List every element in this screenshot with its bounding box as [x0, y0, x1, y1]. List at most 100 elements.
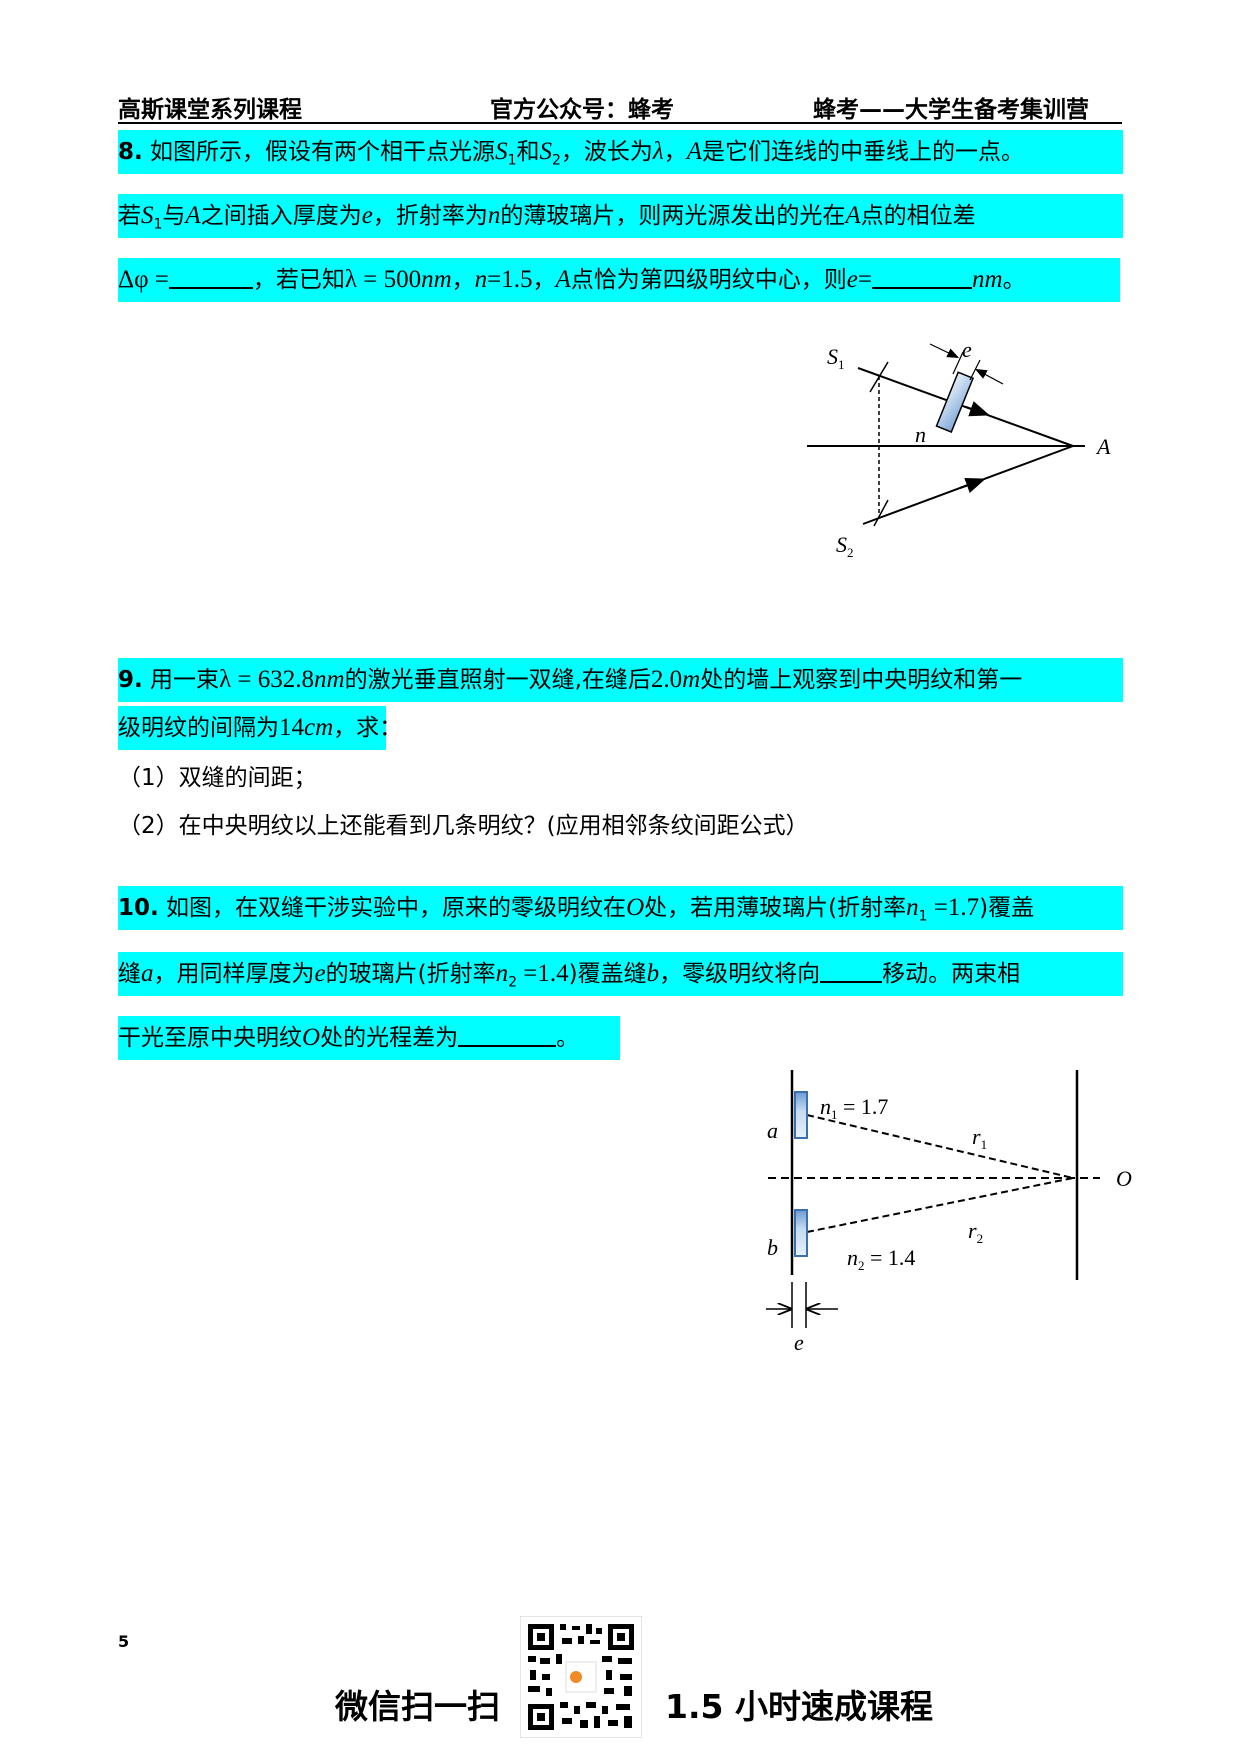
delta-phi-label: Δφ =	[118, 266, 169, 293]
thickness-symbol: e	[846, 266, 858, 293]
q9-line-1: 9. 用一束λ = 632.8nm的激光垂直照射一双缝,在缝后2.0m处的墙上观…	[118, 658, 1123, 702]
q10-text: 干光至原中央明纹	[118, 1025, 302, 1051]
lambda-value: λ = 632.8	[219, 666, 315, 693]
slit-a-symbol: a	[141, 960, 154, 987]
q8-text: 若	[118, 203, 141, 229]
q10-figure: n1 = 1.7 a r1 O r2 b n2 = 1.4 e	[766, 1070, 1132, 1355]
q8-text: ，若已知	[252, 267, 345, 293]
n2-symbol: n	[495, 960, 509, 987]
index-value: =1.5	[487, 266, 533, 293]
distance-value: 2.0	[650, 666, 683, 693]
fig-a-label: A	[1095, 434, 1111, 459]
fig-r2-label: r2	[968, 1218, 983, 1246]
fig-n1-label: n1 = 1.7	[820, 1094, 888, 1122]
fig-s2-label: S2	[836, 532, 854, 560]
q10-text: 移动。两束相	[882, 961, 1021, 987]
unit-nm: nm	[421, 266, 452, 293]
thickness-symbol: e	[314, 960, 326, 987]
fig-e-label: e	[962, 337, 972, 362]
q9-subquestion-1: （1）双缝的间距；	[118, 765, 317, 791]
q10-line-2: 缝a，用同样厚度为e的玻璃片(折射率n2 =1.4)覆盖缝b，零级明纹将向移动。…	[118, 952, 1123, 996]
gap-value: 14	[279, 714, 304, 741]
index-symbol: n	[487, 202, 501, 229]
equals: =	[857, 266, 873, 293]
fig-e-label: e	[794, 1330, 804, 1355]
q10-text: 。	[556, 1025, 580, 1051]
page-header: 高斯课堂系列课程 官方公众号：蜂考 蜂考——大学生备考集训营	[118, 88, 1122, 124]
q8-text: 如图所示，假设有两个相干点光源	[142, 139, 496, 165]
header-series-title: 高斯课堂系列课程	[118, 97, 302, 123]
n1-symbol: n	[906, 894, 919, 921]
q8-figure: S1 S2 e n A	[807, 337, 1111, 560]
n2-value: =1.4	[517, 960, 569, 987]
qr-code-icon[interactable]	[520, 1616, 642, 1738]
q10-text: )覆盖	[979, 895, 1035, 921]
thickness-symbol: e	[361, 202, 373, 229]
q8-text: ，	[532, 267, 556, 293]
fig-b-label: b	[767, 1235, 778, 1260]
unit-nm: nm	[314, 666, 345, 693]
n2-sub: 2	[508, 974, 518, 991]
fig-n-label: n	[915, 422, 926, 447]
q8-text: 点的相位差	[860, 203, 976, 229]
question-number: 8.	[118, 139, 143, 165]
fig-a-label: a	[767, 1118, 778, 1143]
q8-line-2: 若S1与A之间插入厚度为e，折射率为n的薄玻璃片，则两光源发出的光在A点的相位差	[118, 194, 1123, 238]
point-o-symbol: O	[626, 894, 645, 921]
q10-text: 如图，在双缝干涉实验中，原来的零级明纹在	[158, 895, 627, 921]
fig-s1-label: S1	[827, 344, 845, 372]
q8-line-1: 8. 如图所示，假设有两个相干点光源S1和S2，波长为λ，A是它们连线的中垂线上…	[118, 130, 1123, 174]
n1-value: =1.7	[927, 894, 980, 921]
header-slogan: 蜂考——大学生备考集训营	[813, 97, 1089, 123]
point-a-symbol: A	[686, 138, 703, 165]
unit-cm: cm	[304, 714, 334, 741]
s1-symbol: S	[495, 138, 508, 165]
q8-text: 是它们连线的中垂线上的一点。	[702, 139, 1025, 165]
q8-text: 点恰为第四级明纹中心，则	[570, 267, 847, 293]
question-number: 10.	[118, 895, 159, 921]
n1-sub: 1	[918, 908, 928, 925]
q8-text: 和	[516, 139, 540, 165]
footer-course-text: 1.5 小时速成课程	[665, 1687, 933, 1726]
q9-line-2: 级明纹的间隔为14cm，求：	[118, 706, 402, 750]
q10-text: )覆盖缝	[568, 961, 647, 987]
answer-blank-phase[interactable]	[168, 259, 253, 289]
fig-o-label: O	[1116, 1166, 1132, 1191]
q10-line-3: 干光至原中央明纹O处的光程差为 。	[118, 1016, 620, 1060]
lambda-symbol: λ	[652, 138, 664, 165]
q8-text: 与	[162, 203, 186, 229]
q10-text: 处的光程差为	[320, 1025, 459, 1051]
q9-subquestion-2: （2）在中央明纹以上还能看到几条明纹？(应用相邻条纹间距公式）	[118, 813, 809, 839]
q10-text: 缝	[118, 961, 141, 987]
fig-r1-label: r1	[972, 1124, 987, 1152]
point-a-symbol: A	[555, 266, 571, 293]
q9-text: 用一束	[142, 667, 220, 693]
page-number: 5	[118, 1632, 130, 1651]
q8-text: ，折射率为	[372, 203, 488, 229]
s1-sub: 1	[153, 216, 163, 233]
question-number: 9.	[118, 667, 143, 693]
q8-text: 。	[1002, 267, 1026, 293]
q10-text: 的玻璃片(折射率	[325, 961, 496, 987]
fig-n2-label: n2 = 1.4	[847, 1245, 915, 1273]
q9-text: ，求：	[333, 715, 403, 741]
q9-text: 的激光垂直照射一双缝,在缝后	[344, 667, 651, 693]
q10-text: ，用同样厚度为	[153, 961, 315, 987]
q10-line-1: 10. 如图，在双缝干涉实验中，原来的零级明纹在O处，若用薄玻璃片(折射率n1 …	[118, 886, 1123, 930]
s2-sub: 2	[551, 152, 561, 169]
point-o-symbol: O	[302, 1024, 321, 1051]
s1-symbol: S	[141, 202, 154, 229]
q8-line-3: Δφ =，若已知λ = 500nm，n=1.5，A点恰为第四级明纹中心，则e=n…	[118, 258, 1120, 302]
point-a-symbol: A	[185, 202, 201, 229]
unit-nm: nm	[972, 266, 1003, 293]
unit-m: m	[682, 666, 701, 693]
answer-blank-direction[interactable]	[820, 953, 883, 983]
q8-text: 之间插入厚度为	[200, 203, 362, 229]
q8-text: ，波长为	[560, 139, 653, 165]
lambda-value: λ = 500	[344, 266, 422, 293]
answer-blank-thickness[interactable]	[872, 259, 973, 289]
answer-blank-path-difference[interactable]	[458, 1017, 557, 1047]
index-symbol: n	[474, 266, 488, 293]
footer-scan-text: 微信扫一扫	[335, 1687, 500, 1726]
s2-symbol: S	[539, 138, 552, 165]
